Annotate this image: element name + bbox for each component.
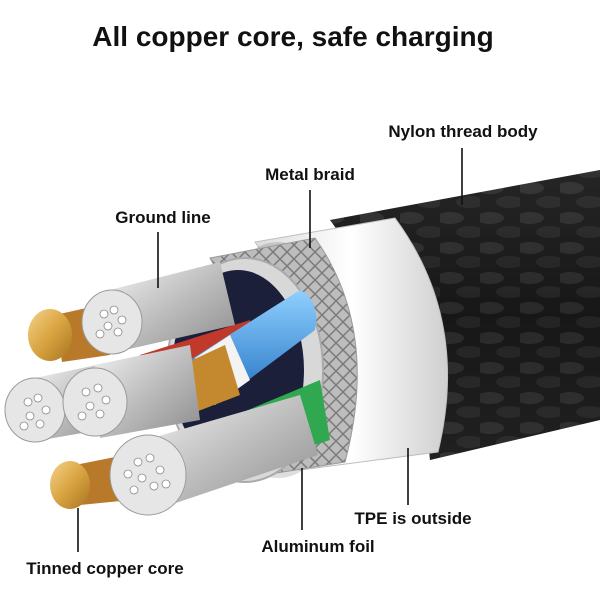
- diagram-title: All copper core, safe charging: [92, 21, 493, 52]
- strand-dots: [19, 305, 171, 495]
- label-metal-braid: Metal braid: [265, 165, 355, 184]
- leader-lines: [77, 148, 463, 552]
- label-nylon-thread-body: Nylon thread body: [388, 122, 538, 141]
- label-ground-line: Ground line: [115, 208, 210, 227]
- label-aluminum-foil: Aluminum foil: [261, 537, 374, 556]
- strand-bundles: [4, 262, 318, 516]
- label-tinned-copper-core: Tinned copper core: [26, 559, 183, 578]
- label-tpe-outside: TPE is outside: [354, 509, 471, 528]
